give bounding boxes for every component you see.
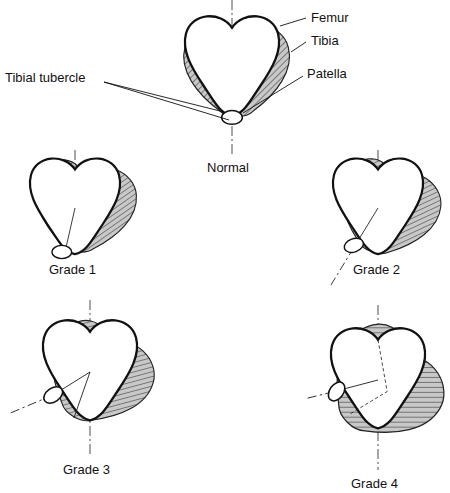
femur-shape [333,158,423,254]
leader-line [104,82,229,120]
femur-shape [43,320,137,420]
patella-shape [52,245,72,258]
grade-label: Grade 1 [48,262,97,277]
tibia-shape [324,152,449,270]
grade-label: Grade 3 [62,462,111,477]
grade-1-knee [26,156,141,261]
grade-3-knee [10,310,166,443]
patella-shape [325,379,348,404]
femur-shape [331,328,425,428]
leader-line [280,18,306,26]
hidden-outline [349,340,387,415]
tibia-shape [26,156,141,261]
tibia-shape [28,310,166,443]
tibia-shape [307,311,450,462]
grade-label: Normal [206,160,250,175]
grade-4-knee [307,311,450,462]
patella-shape [342,236,365,255]
leader-line [104,82,224,112]
alignment-line [330,248,354,288]
part-label: Patella [306,66,348,81]
patella-shape [41,383,66,406]
part-label: Tibia [310,33,340,48]
normal-knee [184,16,290,124]
part-label: Femur [310,10,350,25]
grade-2-knee [324,152,449,288]
grade-label: Grade 2 [352,262,401,277]
patella-shape [222,111,243,125]
femur-shape [185,16,279,116]
leader-line [291,42,306,52]
alignment-line [74,372,90,418]
part-label: Tibial tubercle [4,70,86,85]
femur-shape [30,158,120,254]
leader-line [243,76,303,113]
grade-label: Grade 4 [350,476,399,491]
